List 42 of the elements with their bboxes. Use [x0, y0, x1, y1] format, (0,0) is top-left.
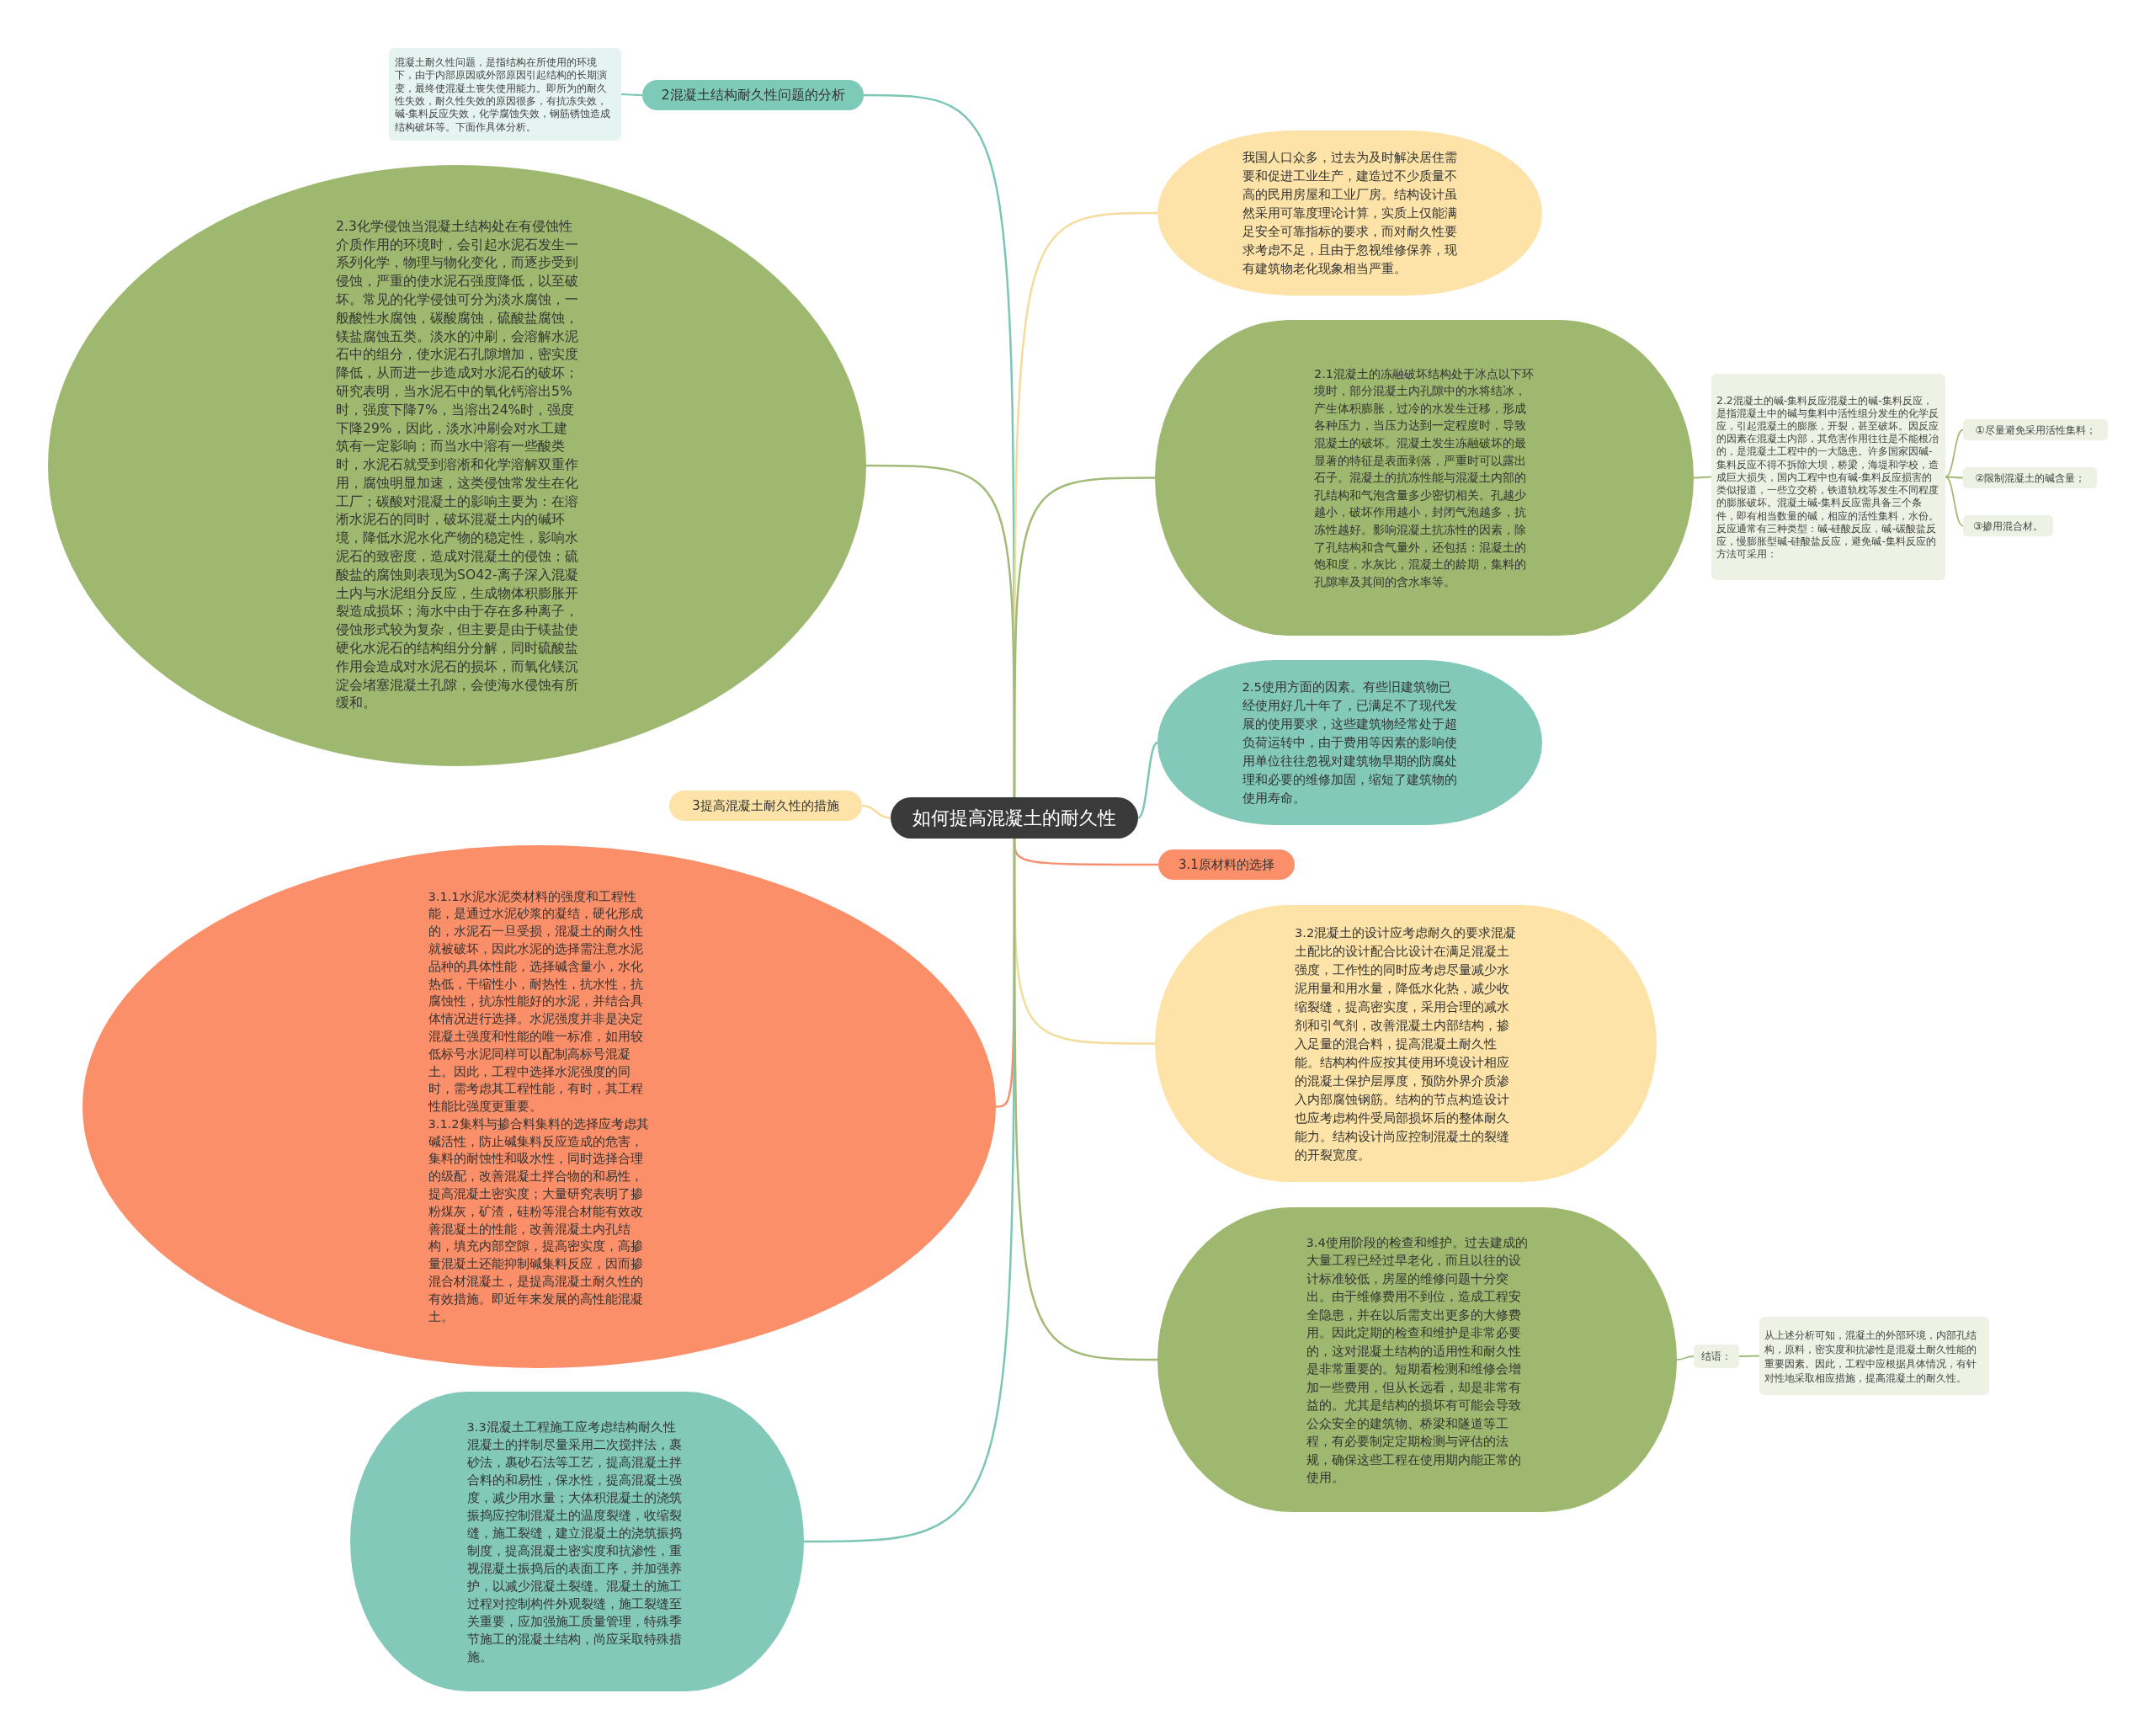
- connector-line: [1945, 476, 1964, 527]
- note-text: 混凝土耐久性问题，是指结构在所使用的环境下，由于内部原因或外部原因引起结构的长期演变，最终使混凝土丧失使用能力。即所为的耐久性失效，耐久性失效的原因很多，有抗冻失效，碱-集料反应失效，化学腐蚀失效，钢筋锈蚀造成结构破坏等。下面作具体分析。: [395, 55, 612, 134]
- list-item-card: [1694, 1345, 1739, 1368]
- central-topic-box: [891, 797, 1138, 839]
- connector-line: [1137, 741, 1158, 819]
- connector-line: [866, 464, 1016, 797]
- list-item-card: [1963, 419, 2108, 440]
- note-card: [389, 48, 621, 141]
- connector-line: [1945, 429, 1964, 478]
- list-item-text: ①尽量避免采用活性集料；: [1975, 423, 2096, 437]
- note-card: [1711, 374, 1945, 580]
- paragraph: 2.5使用方面的因素。有些旧建筑物已经使用好几十年了，已满足不了现代发展的使用要求，这些建筑物经常处于超负荷运转中，由于费用等因素的影响使用单位往往忽视对建筑物早期的防腐处理和必要的维修加固，缩短了建筑物的使用寿命。: [1242, 679, 1458, 807]
- connector-line: [1013, 839, 1157, 1361]
- note-card: [1759, 1317, 1989, 1395]
- paragraph: 3.1.1水泥水泥类材料的强度和工程性能，是通过水泥砂浆的凝结，硬化形成的，水泥石一旦受损，混凝土的耐久性就被破坏，因此水泥的选择需注意水泥品种的具体性能，选择碱含量小，水化热低，干缩性小，耐热性，抗水性，抗腐蚀性，抗冻性能好的水泥，并结合具体情况进行选择。水泥强度并非是决定混凝土强度和性能的唯一标准，如用较低标号水泥同样可以配制高标号混凝土。因此，工程中选择水泥强度的同时，需考虑其工程性能，有时，其工程性能比强度更重要。: [428, 887, 644, 1116]
- topic-label: 3提高混凝土耐久性的措施: [692, 797, 839, 814]
- connector-line: [861, 804, 891, 819]
- paragraph: 3.4使用阶段的检查和维护。过去建成的大量工程已经过早老化，而且以往的设计标准较低，房屋的维修问题十分突出。由于维修费用不到位，造成工程安全隐患，并在以后需支出更多的大修费用。因此定期的检查和维护是非常必要的，这对混凝土结构的适用性和耐久性是非常重要的。短期看检测和维修会增加一些费用，但从长远看，却是非常有益的。尤其是结构的损坏有可能会导致公众安全的建筑物、桥梁和隧道等工程，有必要制定定期检测与评估的法规，确保这些工程在使用期内能正常的使用。: [1306, 1233, 1529, 1486]
- central-topic-text: 如何提高混凝土的耐久性: [913, 806, 1116, 830]
- paragraph: 我国人口众多，过去为及时解决居住需要和促进工业生产，建造过不少质量不高的民用房屋和工业厂房。结构设计虽然采用可靠度理论计算，实质上仅能满足安全可靠指标的要求，而对耐久性要求考虑不足，且由于忽视维修保养，现有建筑物老化现象相当严重。: [1242, 149, 1458, 277]
- topic-pill: [669, 791, 862, 821]
- note-text: 2.2混凝土的碱-集料反应混凝土的碱-集料反应，是指混凝土中的碱与集料中活性组分发生的化学反应，引起混凝土的膨胀，开裂，甚至破坏。因反应的因素在混凝土内部，其危害作用往往是不能根冶的，是混凝土工程中的一大隐患。许多国家因碱-集料反应不得不拆除大坝，桥梁，海堤和学校，造成巨大损失，国内工程中也有碱-集料反应损害的类似报道，一些立交桥，铁道轨枕等发生不同程度的膨胀破坏。混凝土碱-集料反应需具备三个条件，即有相当数量的碱，相应的活性集料，水份。反应通常有三种类型：碱-硅酸反应，碱-碳酸盐反应，慢膨胀型碱-硅酸盐反应，避免碱-集料反应的方法可采用：: [1716, 393, 1940, 561]
- list-item-card: [1963, 467, 2097, 488]
- paragraph: 3.2混凝土的设计应考虑耐久的要求混凝土配比的设计配合比设计在满足混凝土强度，工作性的同时应考虑尽量减少水泥用量和用水量，降低水化热，减少收缩裂缝，提高密实度，采用合理的减水剂和引气剂，改善混凝土内部结构，掺入足量的混合料，提高混凝土耐久性能。结构构件应按其使用环境设计相应的混凝土保护层厚度，预防外界介质渗入内部腐蚀钢筋。结构的节点构造设计也应考虑构件受局部损坏后的整体耐久能力。结构设计尚应控制混凝土的裂缝的开裂宽度。: [1295, 924, 1517, 1164]
- topic-label: 2混凝土结构耐久性问题的分析: [661, 86, 845, 104]
- connector-line: [1738, 1355, 1760, 1357]
- paragraph: 2.1混凝土的冻融破坏结构处于冰点以下环境时，部分混凝土内孔隙中的水将结冰，产生体积膨胀，过冷的水发生迁移，形成各种压力，当压力达到一定程度时，导致混凝土的破坏。混凝土发生冻融破坏的最显著的特征是表面剥落，严重时可以露出石子。混凝土的抗冻性能与混凝土内部的孔结构和气泡含量多少密切相关。孔越少越小，破坏作用越小，封闭气泡越多，抗冻性越好。影响混凝土抗冻性的因素，除了孔结构和含气量外，还包括：混凝土的饱和度，水灰比，混凝土的龄期，集料的孔隙率及其间的含水率等。: [1314, 365, 1535, 590]
- list-item-text: 结语：: [1701, 1350, 1732, 1363]
- connector-line: [1945, 476, 1964, 479]
- list-item-card: [1963, 515, 2053, 536]
- topic-pill: [642, 80, 864, 110]
- connector-line: [1693, 476, 1712, 479]
- paragraph: 2.3化学侵蚀当混凝土结构处在有侵蚀性介质作用的环境时，会引起水泥石发生一系列化学，物理与物化变化，而逐步受到侵蚀，严重的使水泥石强度降低，以至破坏。常见的化学侵蚀可分为淡水腐蚀，一般酸性水腐蚀，碳酸腐蚀，硫酸盐腐蚀，镁盐腐蚀五类。淡水的冲刷，会溶解水泥石中的组分，使水泥石孔隙增加，密实度降低，从而进一步造成对水泥石的破坏；研究表明，当水泥石中的氧化钙溶出5%时，强度下降7%，当溶出24%时，强度下降29%，因此，淡水冲刷会对水工建筑有一定影响；而当水中溶有一些酸类时，水泥石就受到溶淅和化学溶解双重作用，腐蚀明显加速，这类侵蚀常发生在化工厂；碳酸对混凝土的影响主要为：在溶淅水泥石的同时，破坏混凝土内的碱环境，降低水泥水化产物的稳定性，影响水泥石的致密度，造成对混凝土的侵蚀；硫酸盐的腐蚀则表现为SO42-离子深入混凝土内与水泥组分反应，生成物体积膨胀开裂造成损坏；海水中由于存在多种离子，侵蚀形式较为复杂，但主要是由于镁盐使硬化水泥石的结构组分分解，同时硫酸盐作用会造成对水泥石的损坏，而氧化镁沉淀会堵塞混凝土孔隙，会使海水侵蚀有所缓和。: [336, 217, 578, 713]
- list-item-text: ③掺用混合材。: [1972, 519, 2044, 533]
- connector-line: [620, 93, 643, 96]
- paragraph: 3.1.2集料与掺合料集料的选择应考虑其碱活性，防止碱集料反应造成的危害，集料的耐蚀性和吸水性，同时选择合理的级配，改善混凝土拌合物的和易性，提高混凝土密实度；大量研究表明了掺粉煤灰，矿渣，硅粉等混合材能有效改善混凝土的性能，改善混凝土内孔结构，填充内部空隙，提高密实度，高掺量混凝土还能抑制碱集料反应，因而掺混合材混凝土，是提高混凝土耐久性的有效措施。即近年来发展的高性能混凝土。: [428, 1115, 650, 1325]
- topic-pill: [1158, 849, 1295, 880]
- list-item-text: ②限制混凝土的碱含量；: [1974, 471, 2086, 485]
- connector-line: [1676, 1355, 1695, 1361]
- paragraph: 3.3混凝土工程施工应考虑结构耐久性混凝土的拌制尽量采用二次搅拌法，裹砂法，裹砂石法等工艺，提高混凝土拌合料的和易性，保水性，提高混凝土强度，减少用水量；大体积混凝土的浇筑振捣应控制混凝土的温度裂缝，收缩裂缝，施工裂缝，建立混凝土的浇筑振捣制度，提高混凝土密实度和抗渗性，重视混凝土振捣后的表面工序，并加强养护，以减少混凝土裂缝。混凝土的施工过程对控制构件外观裂缝，施工裂缝至关重要，应加强施工质量管理，特殊季节施工的混凝土结构，尚应采取特殊措施。: [466, 1419, 683, 1665]
- topic-label: 3.1原材料的选择: [1179, 856, 1274, 873]
- note-text: 从上述分析可知，混凝土的外部环境，内部孔结构，原料，密实度和抗渗性是混凝土耐久性能的重要因素。因此，工程中应根据具体情况，有针对性地采取相应措施，提高混凝土的耐久性。: [1764, 1327, 1977, 1385]
